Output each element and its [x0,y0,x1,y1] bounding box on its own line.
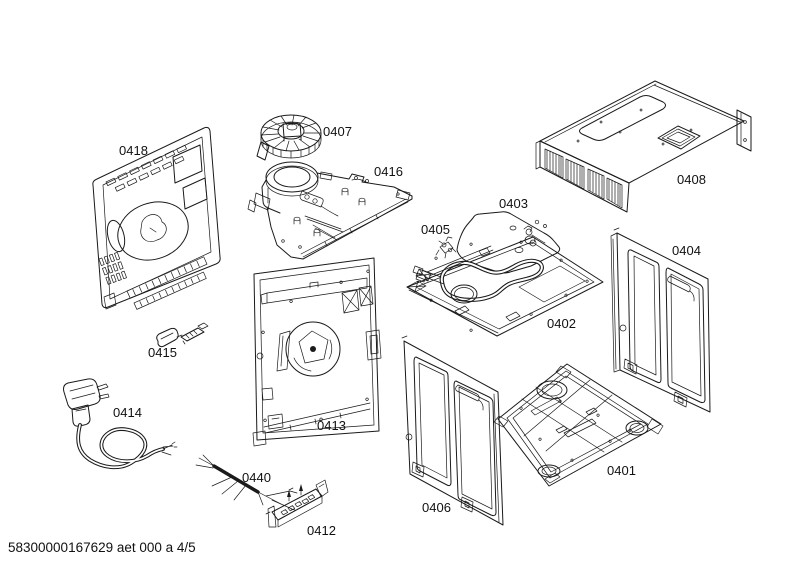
part-label-0412: 0412 [307,523,336,538]
part-label-0403: 0403 [499,196,528,211]
sheet-footer-code: 58300000167629 aet 000 a 4/5 [8,540,196,555]
part-0440-wiring-harness [195,454,298,511]
part-0413-cavity-rear-wall [252,257,382,447]
part-label-0414: 0414 [113,405,142,420]
part-0415-sensor-clip [156,322,209,348]
part-0407-fan-wheel [256,114,322,161]
part-label-0413: 0413 [317,418,346,433]
front-vent-grilles [544,148,623,209]
part-label-0402: 0402 [547,316,576,331]
part-0406-side-panel-left [401,335,504,526]
part-0408-top-cover [535,80,752,213]
vent-block-bottom-left [98,251,127,285]
vent-band-1 [126,256,208,299]
part-0412-terminal-block [265,479,329,528]
part-label-0440: 0440 [242,470,271,485]
part-0404-side-panel-right [610,227,711,413]
standoffs [293,187,366,237]
part-label-0404: 0404 [672,243,701,258]
fan-spokes [260,114,322,152]
fan-recess [285,321,341,377]
part-label-0416: 0416 [374,164,403,179]
part-0418-rear-outer-panel [92,126,221,310]
part-label-0406: 0406 [422,500,451,515]
part-label-0408: 0408 [677,172,706,187]
part-0402-roof-heating-element [406,236,604,337]
heating-element-tube [439,258,544,302]
part-label-0415: 0415 [148,345,177,360]
part-0414-power-cord [63,378,178,470]
part-0405-thermal-switch [435,236,457,259]
part-label-0401: 0401 [607,463,636,478]
chimney-opening [657,125,701,150]
vent-band-2 [133,271,207,310]
fan-opening [450,284,478,304]
part-label-0407: 0407 [323,124,352,139]
part-label-0405: 0405 [421,222,450,237]
part-0401-base-plate [493,363,664,487]
part-0416-fan-housing-panel [247,161,413,260]
part-label-0418: 0418 [119,143,148,158]
vent-slots-top [105,144,187,192]
